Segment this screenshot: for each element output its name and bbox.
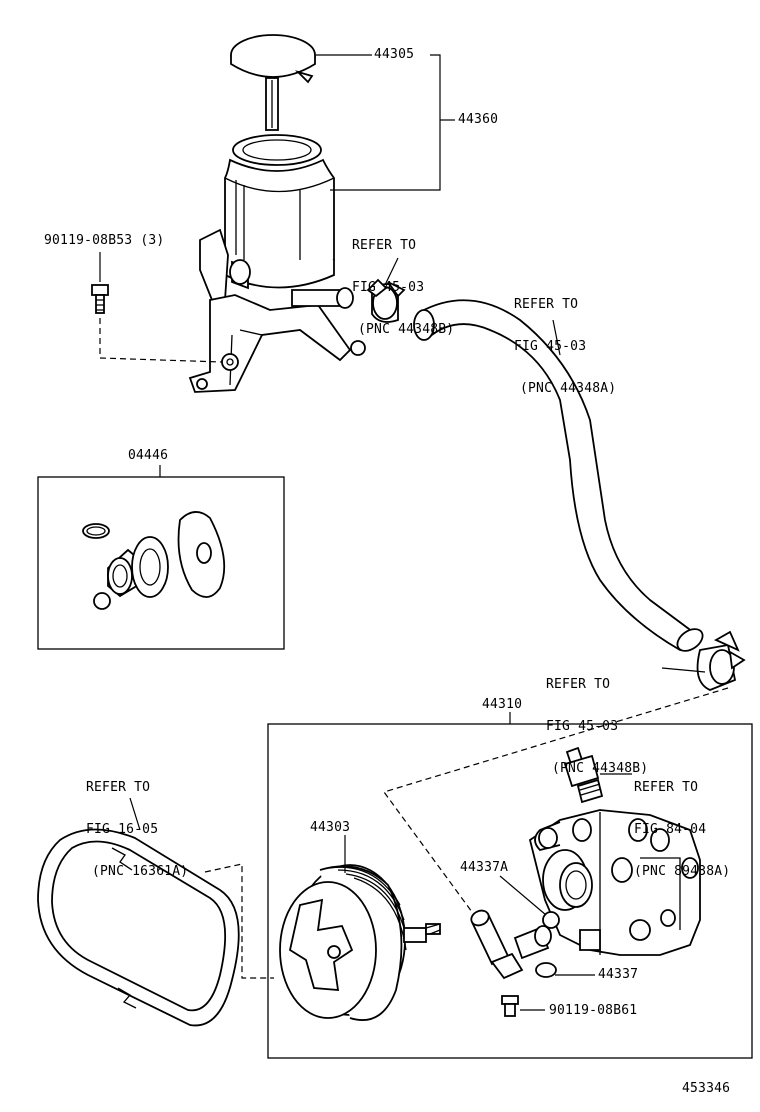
ref-line: (PNC 89438A)	[634, 864, 731, 879]
ref-line: FIG 45-03	[352, 280, 425, 295]
ref-hose: REFER TO FIG 45-03 (PNC 44348A)	[514, 270, 616, 410]
ref-line: REFER TO	[634, 780, 699, 795]
bolt-90119-08b53	[91, 252, 223, 363]
v-ribbed-belt	[37, 797, 274, 1027]
label-90119-08b53: 90119-08B53 (3)	[44, 233, 165, 248]
diagram-number: 453346	[682, 1081, 731, 1096]
ref-line: REFER TO	[352, 238, 417, 253]
gasket-kit-box	[37, 465, 285, 650]
ref-switch: REFER TO FIG 84-04 (PNC 89438A)	[634, 753, 730, 893]
label-90119-08b61: 90119-08B61	[549, 1003, 638, 1018]
bolt-90119-08b61	[501, 995, 545, 1017]
ref-line: REFER TO	[86, 780, 151, 795]
return-hose	[413, 299, 704, 652]
ref-line: (PNC 16361A)	[92, 864, 189, 879]
union-fitting-44337	[470, 909, 595, 980]
ref-belt: REFER TO FIG 16-05 (PNC 16361A)	[86, 753, 188, 893]
reservoir-cap	[230, 34, 316, 131]
pulley	[279, 835, 441, 1021]
label-04446: 04446	[128, 448, 169, 463]
reservoir-outlet	[229, 259, 354, 309]
reservoir-tank	[224, 134, 335, 289]
ref-line: FIG 84-04	[634, 822, 707, 837]
ref-line: REFER TO	[546, 677, 611, 692]
hose-clamp-upper	[366, 257, 406, 323]
ref-clamp-lower: REFER TO FIG 45-03 (PNC 44348B)	[546, 650, 648, 790]
ref-line: FIG 45-03	[514, 339, 587, 354]
label-44310: 44310	[482, 697, 523, 712]
power-steering-pump	[528, 809, 701, 956]
leader-44360	[330, 54, 441, 191]
ref-line: (PNC 44348B)	[552, 761, 649, 776]
reservoir-bracket	[188, 228, 366, 393]
label-44360: 44360	[458, 112, 499, 127]
ref-line: FIG 16-05	[86, 822, 159, 837]
ref-clamp-upper: REFER TO FIG 45-03 (PNC 44348B)	[352, 211, 454, 351]
ref-line: REFER TO	[514, 297, 579, 312]
label-44303: 44303	[310, 820, 351, 835]
label-44337: 44337	[598, 967, 639, 982]
ref-line: (PNC 44348A)	[520, 381, 617, 396]
pressure-switch	[563, 746, 632, 804]
label-44305: 44305	[374, 47, 415, 62]
o-ring-44337a	[499, 875, 560, 929]
ref-line: FIG 45-03	[546, 719, 619, 734]
pump-assembly-box	[267, 712, 753, 1059]
hose-clamp-lower	[661, 630, 746, 691]
ref-line: (PNC 44348B)	[358, 322, 455, 337]
label-44337a: 44337A	[460, 860, 509, 875]
